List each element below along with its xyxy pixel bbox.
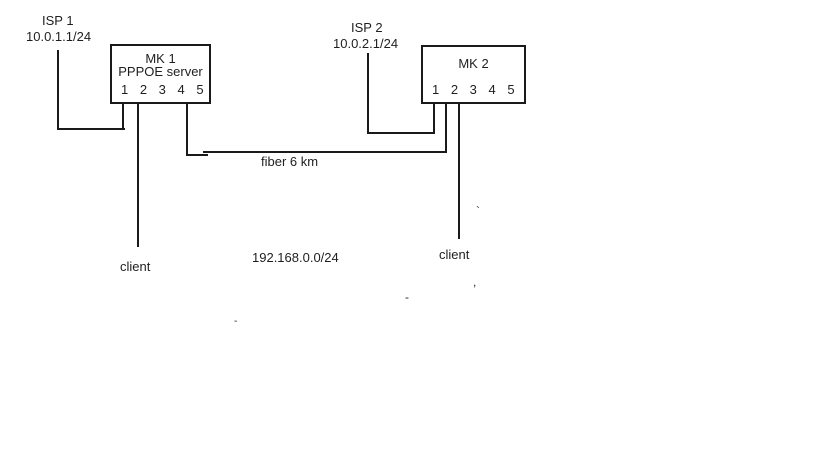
isp1-link-vertical-segment xyxy=(57,50,59,130)
isp2-link-horizontal-segment xyxy=(367,132,435,134)
mk2-name: MK 2 xyxy=(458,56,489,71)
isp2-ip-address: 10.0.2.1/24 xyxy=(333,36,399,51)
stray-mark-dash-left: - xyxy=(234,316,238,327)
isp2-label: ISP 2 xyxy=(351,20,383,35)
fiber-link-label: fiber 6 km xyxy=(261,154,319,169)
isp2-link-vertical-segment xyxy=(367,53,369,134)
isp1-ip-address: 10.0.1.1/24 xyxy=(26,29,92,44)
stray-mark-tick: ` xyxy=(476,204,480,218)
fiber-link-mk2-drop xyxy=(445,103,447,153)
stray-mark-comma: , xyxy=(473,275,477,289)
isp1-label: ISP 1 xyxy=(42,13,74,28)
mk2-client-line xyxy=(458,103,460,239)
stray-mark-dash-mid: - xyxy=(405,290,409,304)
isp2-link-port1-riser xyxy=(433,103,435,134)
mk2-client-label: client xyxy=(439,247,470,262)
fiber-link-main-segment xyxy=(203,151,447,153)
fiber-link-mk1-drop xyxy=(186,103,188,156)
mk1-router-box: MK 1 PPPOE server 1 2 3 4 5 xyxy=(110,44,211,104)
mk2-router-box: MK 2 1 2 3 4 5 xyxy=(421,45,526,104)
mk1-port-numbers: 1 2 3 4 5 xyxy=(121,82,204,97)
fiber-link-short-segment xyxy=(186,154,208,156)
isp1-link-port1-riser xyxy=(122,103,124,130)
isp1-link-horizontal-segment xyxy=(57,128,125,130)
mk2-port-numbers: 1 2 3 4 5 xyxy=(432,82,515,97)
mk1-client-label: client xyxy=(120,259,151,274)
lan-network-label: 192.168.0.0/24 xyxy=(252,250,339,265)
mk1-client-line xyxy=(137,103,139,247)
mk1-name: MK 1 xyxy=(145,51,176,66)
mk1-pppoe-server-label: PPPOE server xyxy=(118,64,203,79)
